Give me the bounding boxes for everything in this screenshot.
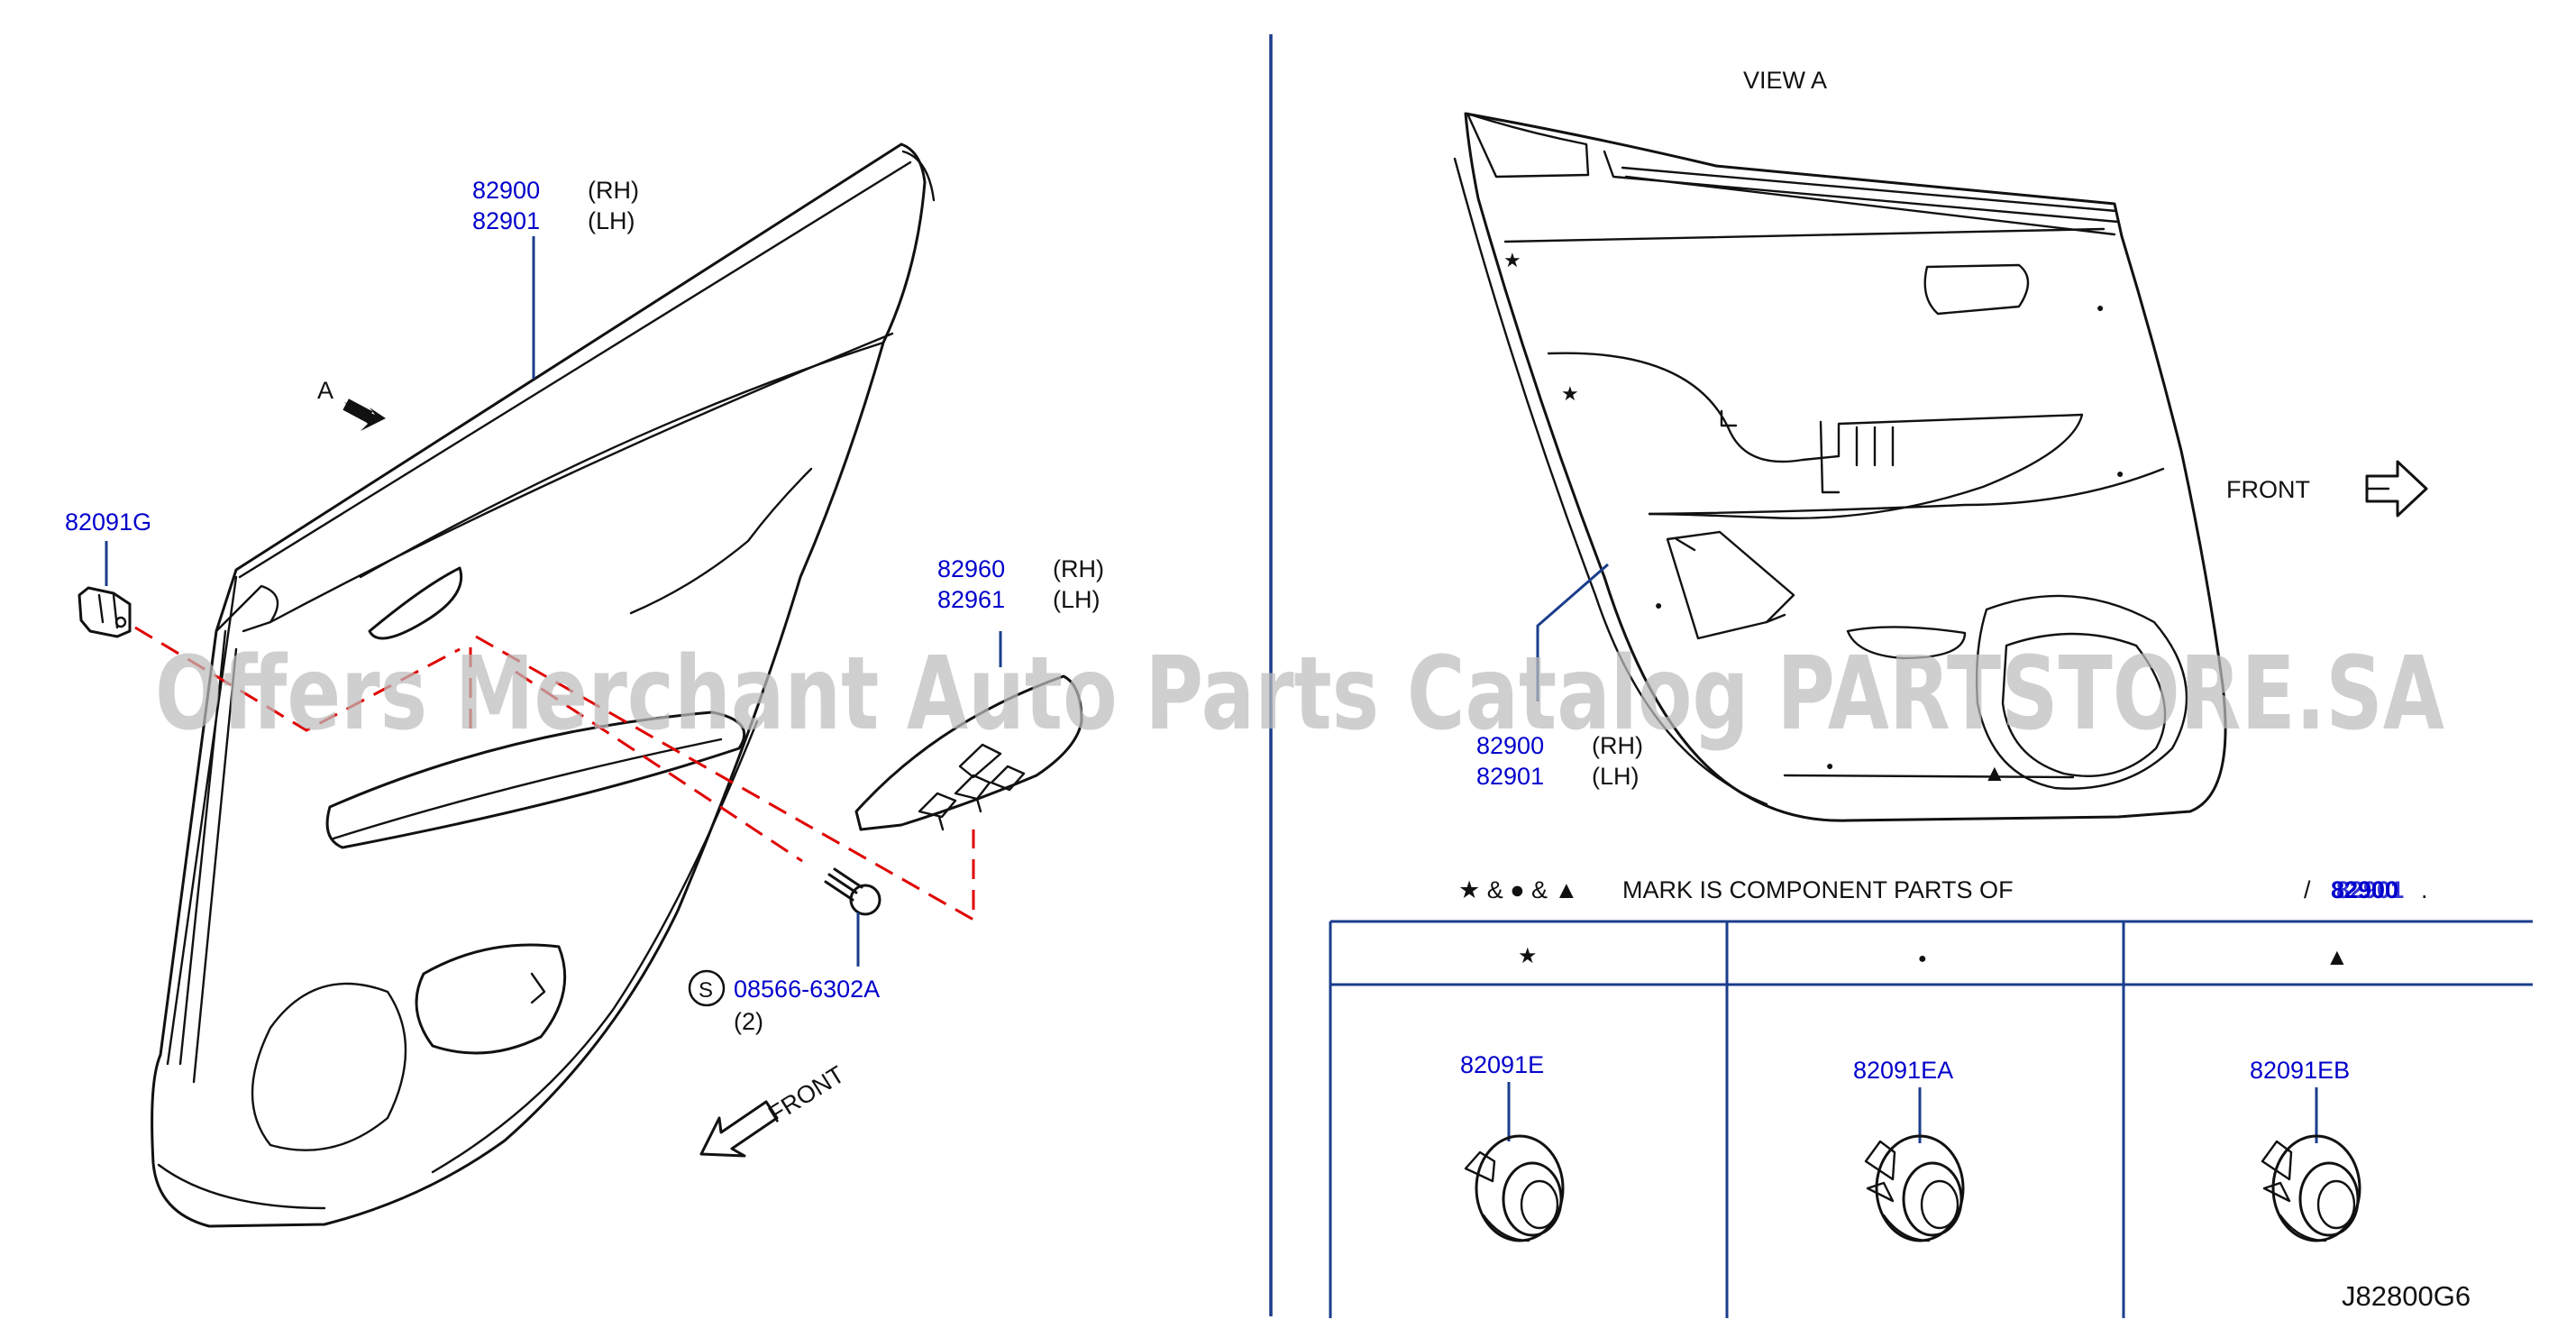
legend-text: MARK IS COMPONENT PARTS OF — [1622, 876, 2014, 903]
front-arrow-icon-left — [699, 1100, 779, 1158]
diagram-code: J82800G6 — [2342, 1280, 2471, 1312]
part-number-clip-82091e[interactable]: 82091E — [1460, 1051, 1544, 1078]
push-clip-82091e-drawing — [1464, 1134, 1565, 1242]
mark-dot-1: ● — [2096, 300, 2104, 315]
leader-panel-view-a — [1536, 563, 1609, 701]
screw-symbol-circle — [688, 969, 726, 1007]
screw-drawing — [824, 867, 882, 916]
screw-symbol: S — [699, 978, 713, 1003]
part-number-clip-82091g[interactable]: 82091G — [65, 509, 151, 536]
mark-dot-2: ● — [2116, 466, 2124, 481]
view-a-title: VIEW A — [1743, 67, 1827, 94]
part-number-switch-lh[interactable]: 82961 — [937, 586, 1005, 613]
door-trim-panel-drawing — [151, 142, 936, 1228]
part-number-screw[interactable]: 08566-6302A — [734, 976, 880, 1003]
view-a-arrow-label: A — [317, 377, 333, 404]
mark-star-2: ★ — [1561, 382, 1579, 405]
table-header-dot: ● — [1918, 951, 1927, 967]
view-a-part-number-rh[interactable]: 82900 — [1476, 732, 1544, 759]
part-number-clip-82091eb[interactable]: 82091EB — [2250, 1057, 2350, 1084]
mark-triangle-1: ▲ — [1983, 759, 2006, 786]
mark-dot-4: ● — [1826, 758, 1833, 773]
push-clip-82091ea-drawing — [1864, 1134, 1965, 1242]
window-switch-drawing — [854, 674, 1083, 831]
screw-quantity: (2) — [734, 1008, 763, 1035]
part-number-panel-lh[interactable]: 82901 — [472, 207, 540, 234]
view-a-door-back-drawing — [1453, 112, 2227, 822]
part-number-panel-rh[interactable]: 82900 — [472, 177, 540, 204]
clip-table-grid — [1329, 920, 2533, 1318]
view-a-part-number-lh[interactable]: 82901 — [1476, 763, 1544, 790]
switch-side-rh-label: (RH) — [1053, 555, 1104, 582]
view-a-side-rh-label: (RH) — [1592, 732, 1643, 759]
part-number-clip-82091ea[interactable]: 82091EA — [1853, 1057, 1953, 1084]
view-a-arrow — [343, 399, 386, 431]
table-header-triangle: ▲ — [2325, 943, 2349, 970]
legend-slash: / — [2304, 876, 2311, 903]
front-arrow-icon-right — [2365, 460, 2428, 518]
mark-dot-3: ● — [1655, 598, 1662, 612]
legend-marks: ★ & ● & ▲ — [1458, 876, 1578, 903]
side-lh-label: (LH) — [588, 207, 635, 234]
legend-period: . — [2421, 876, 2428, 903]
side-rh-label: (RH) — [588, 177, 639, 204]
view-a-side-lh-label: (LH) — [1592, 763, 1640, 790]
legend-part-ref-overlap[interactable]: 82901 — [2336, 876, 2404, 903]
push-clip-82091eb-drawing — [2261, 1134, 2361, 1242]
watermark-text: Offers Merchant Auto Parts Catalog PARTS… — [155, 636, 2444, 753]
legend-part-ref[interactable]: 82900 — [2331, 876, 2398, 903]
mark-star-1: ★ — [1503, 249, 1521, 271]
front-label-right: FRONT — [2226, 476, 2310, 503]
front-label-left: FRONT — [763, 1060, 849, 1128]
table-header-star: ★ — [1518, 944, 1538, 968]
switch-side-lh-label: (LH) — [1053, 586, 1101, 613]
clip-82091g-drawing — [78, 586, 132, 638]
installation-dash-lines — [134, 626, 975, 922]
part-number-switch-rh[interactable]: 82960 — [937, 555, 1005, 582]
